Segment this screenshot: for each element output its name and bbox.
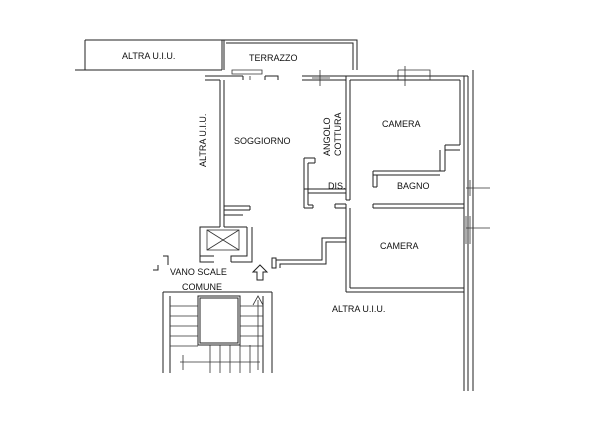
label-bedroom-1: CAMERA: [382, 119, 421, 129]
label-living-room: SOGGIORNO: [234, 136, 291, 146]
label-bedroom-2: CAMERA: [380, 241, 419, 251]
label-stairwell-1: VANO SCALE: [170, 267, 227, 277]
label-other-unit-bottom: ALTRA U.I.U.: [332, 304, 385, 314]
stairwell-stairs: [162, 291, 273, 373]
label-other-unit-left: ALTRA U.I.U.: [198, 114, 208, 167]
windows: [231, 66, 490, 244]
label-other-unit-top: ALTRA U.I.U.: [122, 51, 175, 61]
label-stairwell-2: COMUNE: [182, 282, 222, 292]
label-kitchen-corner-2: COTTURA: [333, 113, 343, 157]
label-hallway: DIS.: [328, 181, 346, 191]
label-bathroom: BAGNO: [397, 181, 430, 191]
label-kitchen-corner-1: ANGOLO: [322, 117, 332, 156]
walls: [153, 70, 474, 391]
label-terrace: TERRAZZO: [249, 53, 298, 63]
top-strip: [75, 39, 358, 71]
